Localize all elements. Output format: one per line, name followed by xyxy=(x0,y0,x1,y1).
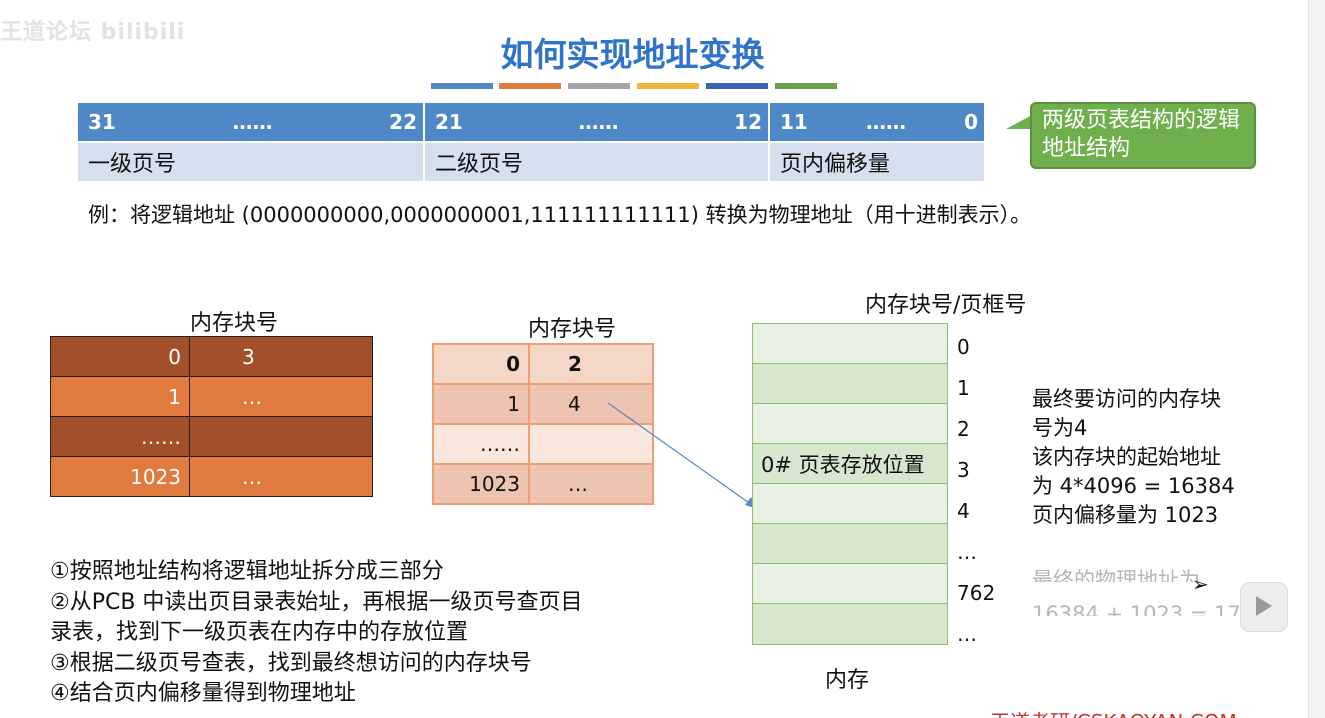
page-directory-table: 0 3 1 … …… 1023 … xyxy=(50,336,373,497)
step-item: ①按照地址结构将逻辑地址拆分成三部分 xyxy=(50,559,444,584)
info-line-faded: 最终的物理地址为 xyxy=(1032,568,1200,582)
table-row: 1 4 xyxy=(432,383,654,425)
bit-range-offset: 11 …… 0 xyxy=(770,103,984,141)
memory-label: 内存块号/页框号 xyxy=(865,293,1027,318)
play-icon xyxy=(1256,596,1272,616)
field-page-offset: 页内偏移量 xyxy=(770,141,984,181)
watermark-logo: 王道论坛 bilibili xyxy=(0,20,186,45)
bit-range-level2: 21 …… 12 xyxy=(425,103,770,141)
memory-block xyxy=(753,524,947,564)
table-row: 0 3 xyxy=(50,336,373,377)
table-row: 1023 … xyxy=(432,463,654,505)
table-row: 1023 … xyxy=(50,456,373,497)
memory-block xyxy=(753,564,947,604)
arrow-line xyxy=(607,402,753,506)
block-number: 1 xyxy=(957,376,970,400)
step-item: 录表，找到下一级页表在内存中的存放位置 xyxy=(50,620,469,645)
step-item: ④结合页内偏移量得到物理地址 xyxy=(50,681,356,706)
stripe-segment xyxy=(568,83,630,89)
page-table-label: 内存块号 xyxy=(528,317,617,342)
callout-pointer xyxy=(1006,115,1032,129)
block-number: 3 xyxy=(957,458,970,482)
stripe-segment xyxy=(706,83,768,89)
memory-block xyxy=(753,404,947,444)
table-row: 0 2 xyxy=(432,343,654,385)
example-text: 例：将逻辑地址 (0000000000,0000000001,111111111… xyxy=(88,203,1032,227)
memory-block-page-table: 0# 页表存放位置 xyxy=(753,444,947,484)
stripe-segment xyxy=(775,83,837,89)
memory-blocks: 0# 页表存放位置 xyxy=(752,323,948,645)
memory-block xyxy=(753,604,947,644)
block-number: 0 xyxy=(957,335,970,359)
block-number: 4 xyxy=(957,499,970,523)
page-table: 0 2 1 4 …… 1023 … xyxy=(432,343,654,505)
address-structure-table: 31 …… 22 21 …… 12 11 …… 0 一级页号 二级页号 页内偏移… xyxy=(78,103,984,181)
memory-block xyxy=(753,364,947,404)
field-level1-page: 一级页号 xyxy=(78,141,425,181)
bit-range-level1: 31 …… 22 xyxy=(78,103,425,141)
table-row: …… xyxy=(432,423,654,465)
mouse-cursor-icon: ➢ xyxy=(1192,572,1209,596)
steps-list: ①按照地址结构将逻辑地址拆分成三部分 ②从PCB 中读出页目录表始址，再根据一级… xyxy=(50,557,690,710)
memory-block xyxy=(753,324,947,364)
step-item: ②从PCB 中读出页目录表始址，再根据一级页号查页目 xyxy=(50,589,583,615)
block-number: 762 xyxy=(957,581,996,605)
footer-brand: 王道考研/CSKAOYAN.COM xyxy=(990,706,1237,718)
block-number: … xyxy=(957,622,977,646)
lookup-arrow xyxy=(607,402,758,509)
stripe-segment xyxy=(431,83,493,89)
table-row: …… xyxy=(50,416,373,457)
step-item: ③根据二级页号查表，找到最终想访问的内存块号 xyxy=(50,650,532,676)
field-name-row: 一级页号 二级页号 页内偏移量 xyxy=(78,141,984,181)
structure-callout: 两级页表结构的逻辑地址结构 xyxy=(1030,102,1256,169)
bit-range-row: 31 …… 22 21 …… 12 11 …… 0 xyxy=(78,103,984,141)
table-row: 1 … xyxy=(50,376,373,417)
memory-block xyxy=(753,484,947,524)
block-number: … xyxy=(957,540,977,564)
page-dir-label: 内存块号 xyxy=(190,311,279,336)
page-title: 如何实现地址变换 xyxy=(500,35,765,74)
stripe-segment xyxy=(637,83,699,89)
info-text: 最终要访问的内存块 号为4 该内存块的起始地址 为 4*4096 = 16384… xyxy=(1032,387,1235,527)
info-line-faded: 16384 + 1023 = 17407 xyxy=(1032,602,1281,616)
stripe-segment xyxy=(499,83,561,89)
scrollbar[interactable] xyxy=(1308,0,1325,718)
block-number: 2 xyxy=(957,417,970,441)
field-level2-page: 二级页号 xyxy=(425,141,770,181)
memory-footer-label: 内存 xyxy=(825,668,870,693)
